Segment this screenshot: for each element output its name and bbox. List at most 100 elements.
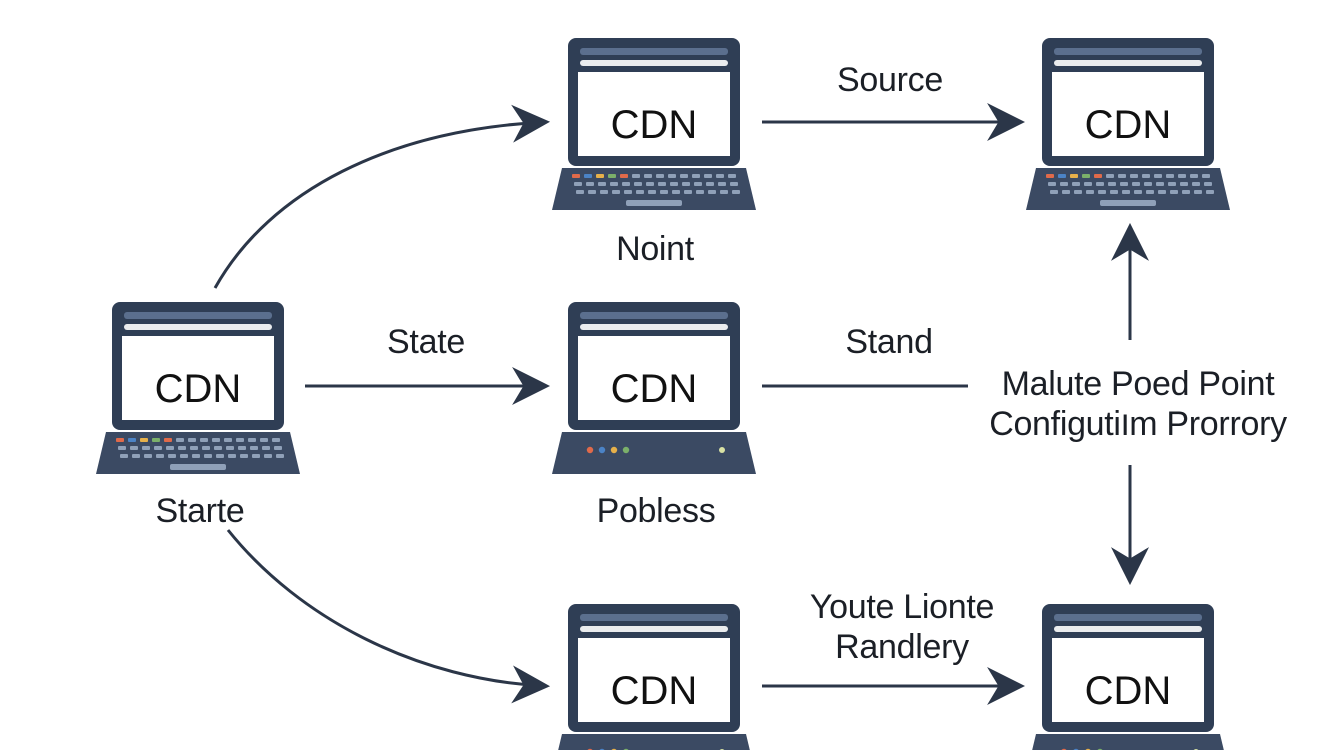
laptop-display xyxy=(578,638,730,722)
key xyxy=(584,174,592,178)
laptop-icon-bottom-mid xyxy=(558,604,750,750)
key xyxy=(588,190,596,194)
key xyxy=(610,182,618,186)
key xyxy=(684,190,692,194)
node-mid-screen-text: CDN xyxy=(610,367,698,411)
laptop-bezel-strip xyxy=(580,60,728,66)
node-bottom-mid: CDN xyxy=(576,642,732,722)
key xyxy=(1074,190,1082,194)
key xyxy=(1094,174,1102,178)
caption-mid: Pobless xyxy=(596,492,716,530)
trackpad xyxy=(170,464,226,470)
key xyxy=(1166,174,1174,178)
node-top-right: CDN xyxy=(1050,76,1206,156)
key xyxy=(238,446,246,450)
key xyxy=(1130,174,1138,178)
key xyxy=(670,182,678,186)
center-label-line1: Malute Poed Point xyxy=(1001,365,1275,403)
key xyxy=(128,438,136,442)
key xyxy=(632,174,640,178)
key xyxy=(274,446,282,450)
trackpad xyxy=(626,200,682,206)
laptop-bezel-strip xyxy=(1054,60,1202,66)
key xyxy=(1050,190,1058,194)
key xyxy=(1170,190,1178,194)
key xyxy=(190,446,198,450)
laptop-bezel-bar xyxy=(580,312,728,319)
laptops xyxy=(96,38,1230,750)
key xyxy=(240,454,248,458)
key xyxy=(636,190,644,194)
key xyxy=(1070,174,1078,178)
key xyxy=(728,174,736,178)
laptop-display xyxy=(1052,638,1204,722)
key xyxy=(1046,174,1054,178)
key xyxy=(130,446,138,450)
key xyxy=(1086,190,1094,194)
key xyxy=(1118,174,1126,178)
key xyxy=(176,438,184,442)
key xyxy=(716,174,724,178)
key xyxy=(624,190,632,194)
key xyxy=(1194,190,1202,194)
key xyxy=(178,446,186,450)
key xyxy=(1120,182,1128,186)
key xyxy=(1178,174,1186,178)
key xyxy=(156,454,164,458)
key xyxy=(694,182,702,186)
key xyxy=(634,182,642,186)
edge-label-stand: Stand xyxy=(845,323,933,361)
node-top-right-screen-text: CDN xyxy=(1084,103,1172,147)
status-dot xyxy=(586,446,594,454)
key xyxy=(732,190,740,194)
key xyxy=(1158,190,1166,194)
key xyxy=(656,174,664,178)
key xyxy=(1154,174,1162,178)
key xyxy=(648,190,656,194)
laptop-display xyxy=(122,336,274,420)
key xyxy=(706,182,714,186)
status-dot xyxy=(622,446,630,454)
key xyxy=(696,190,704,194)
laptop-bezel-bar xyxy=(1054,614,1202,621)
key xyxy=(1156,182,1164,186)
key xyxy=(704,174,712,178)
key xyxy=(612,190,620,194)
laptop-display xyxy=(1052,72,1204,156)
key xyxy=(236,438,244,442)
key xyxy=(576,190,584,194)
edge-left-to-top-mid xyxy=(213,104,551,289)
key xyxy=(216,454,224,458)
key xyxy=(730,182,738,186)
edge-label-state: State xyxy=(387,323,465,361)
laptop-icon-mid xyxy=(552,302,756,474)
center-label: Malute Poed Point Configutiוm Prorrory xyxy=(987,364,1289,445)
key xyxy=(682,182,690,186)
laptop-base xyxy=(1026,168,1230,210)
key xyxy=(668,174,676,178)
key xyxy=(1048,182,1056,186)
key xyxy=(608,174,616,178)
key xyxy=(1142,174,1150,178)
key xyxy=(142,446,150,450)
laptop-base xyxy=(558,734,750,750)
key xyxy=(586,182,594,186)
key xyxy=(250,446,258,450)
laptop-display xyxy=(578,336,730,420)
key xyxy=(264,454,272,458)
key xyxy=(1144,182,1152,186)
laptop-bezel-strip xyxy=(124,324,272,330)
key xyxy=(120,454,128,458)
node-bottom-right-screen-text: CDN xyxy=(1084,669,1172,713)
key xyxy=(1098,190,1106,194)
key xyxy=(574,182,582,186)
key xyxy=(1084,182,1092,186)
laptop-display xyxy=(578,72,730,156)
laptop-base xyxy=(552,168,756,210)
key xyxy=(1058,174,1066,178)
caption-left: Starte xyxy=(155,492,245,530)
key xyxy=(116,438,124,442)
key xyxy=(1082,174,1090,178)
key xyxy=(204,454,212,458)
key xyxy=(1108,182,1116,186)
